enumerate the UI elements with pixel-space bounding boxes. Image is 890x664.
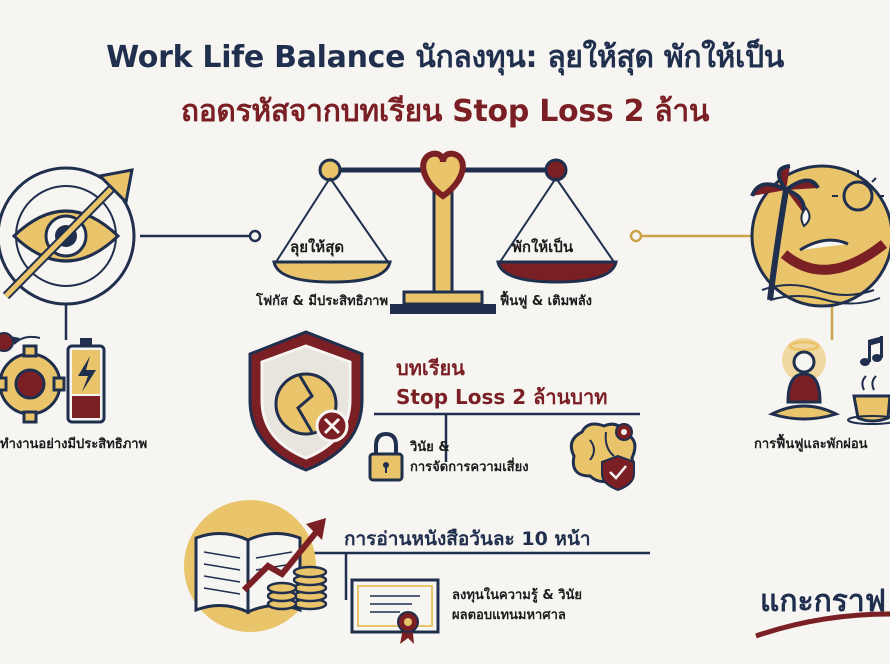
eye-target-icon	[0, 166, 136, 306]
beach-hammock-icon	[750, 164, 890, 308]
padlock-icon	[368, 431, 404, 482]
left-caption: โฟกัส & มีประสิทธิภาพ	[256, 294, 389, 309]
brand-logo: แกะกราฟ	[760, 584, 886, 619]
right-pan-label: พักให้เป็น	[512, 238, 574, 256]
meditation-icon	[767, 338, 841, 421]
reading-heading: การอ่านหนังสือวันละ 10 หน้า	[344, 528, 591, 550]
balance-scale-icon	[272, 158, 618, 314]
heart-icon	[420, 150, 466, 200]
left-pan-label: ลุยให้สุด	[290, 238, 345, 256]
brand-swoosh	[755, 611, 890, 639]
lesson-heading-line2: Stop Loss 2 ล้านบาท	[396, 385, 608, 409]
work-efficiency-caption: ทำงานอย่างมีประสิทธิภาพ	[0, 437, 148, 452]
page-subtitle: ถอดรหัสจากบทเรียน Stop Loss 2 ล้าน	[180, 94, 710, 129]
reading-sub-line1: ลงทุนในความรู้ & วินัย	[452, 588, 583, 603]
battery-icon	[66, 338, 106, 424]
music-note-icon	[860, 336, 883, 366]
gear-icon	[0, 332, 66, 424]
reading-sub-line2: ผลตอบแทนมหาศาล	[452, 608, 566, 623]
lesson-heading-line1: บทเรียน	[396, 356, 465, 380]
page-title: Work Life Balance นักลงทุน: ลุยให้สุด พั…	[106, 40, 784, 75]
connector-lines-gold	[314, 229, 834, 600]
book-growth-icon	[184, 500, 326, 632]
brain-shield-icon	[569, 422, 637, 492]
rest-recovery-caption: การฟื้นฟูและพักผ่อน	[754, 437, 868, 452]
right-caption: ฟื้นฟู & เติมพลัง	[500, 294, 593, 309]
coffee-cup-icon	[847, 375, 890, 425]
discipline-label-line2: การจัดการความเสี่ยง	[410, 460, 529, 475]
broken-shield-icon	[248, 330, 364, 472]
discipline-label-line1: วินัย &	[410, 440, 450, 455]
coin-stack-icon	[266, 565, 328, 611]
certificate-icon	[350, 578, 440, 644]
